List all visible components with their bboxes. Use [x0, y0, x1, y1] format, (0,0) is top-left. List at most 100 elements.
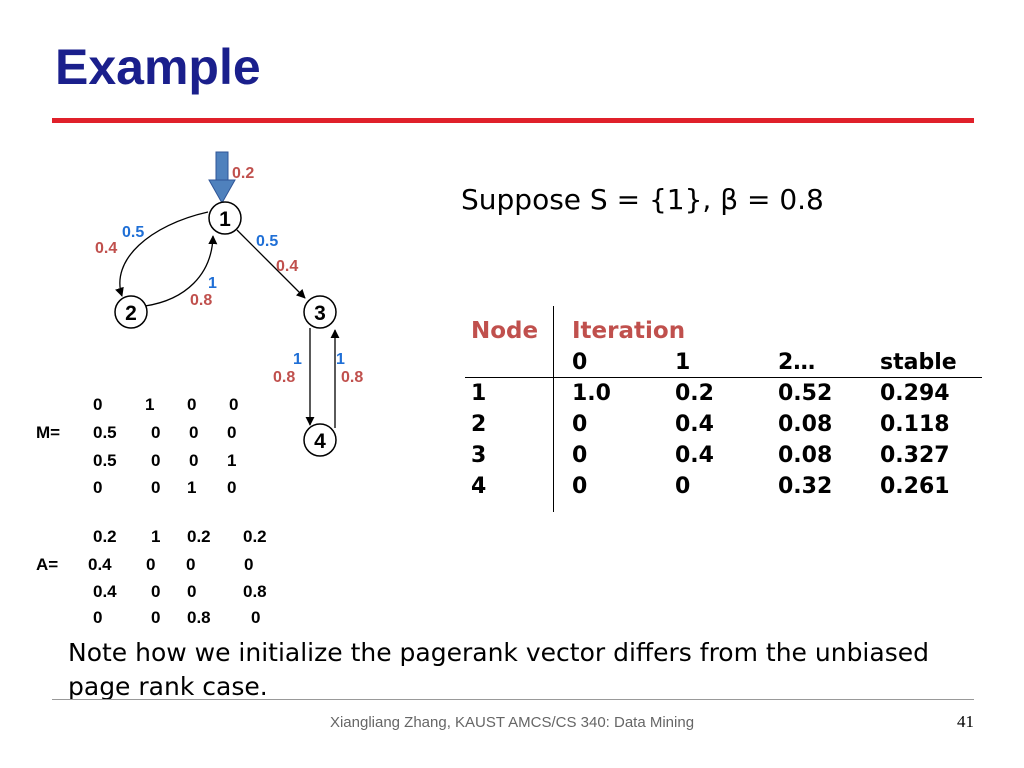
- table-cell: 0.261: [880, 474, 950, 499]
- matrix-cell: 0: [151, 582, 161, 601]
- matrix-cell: 0: [187, 582, 197, 601]
- matrix-cell: 0: [151, 608, 161, 627]
- table-cell: 0.118: [880, 412, 950, 437]
- matrix-cell: 0: [251, 608, 261, 627]
- matrix-m-row: 0 0 1 0: [93, 478, 236, 498]
- matrix-cell: 0.5: [93, 451, 117, 470]
- table-cell: 0: [572, 412, 588, 437]
- matrix-cell: 0: [151, 423, 161, 442]
- matrix-cell: 0: [93, 478, 103, 497]
- matrix-cell: 0: [229, 395, 239, 414]
- matrix-cell: 0: [244, 555, 254, 574]
- iteration-column-label: 2…: [778, 350, 816, 375]
- edge-2-1: [144, 235, 218, 307]
- matrix-m-row: 0 1 0 0: [93, 395, 238, 415]
- node-1: 1: [208, 201, 242, 235]
- table-cell-node: 2: [471, 412, 487, 437]
- matrix-cell: 0.4: [93, 582, 117, 601]
- edge-1-2: [115, 211, 209, 297]
- matrix-cell: 1: [151, 527, 161, 546]
- node-4: 4: [303, 423, 337, 457]
- footer-rule: [52, 699, 974, 700]
- matrix-m-row: 0.5 0 0 0: [93, 423, 236, 443]
- edge-3-4-blue-weight: 1: [293, 351, 302, 368]
- table-cell: 0.08: [778, 412, 833, 437]
- teleport-weight: 0.2: [232, 165, 254, 182]
- slide-title: Example: [55, 39, 261, 95]
- matrix-cell: 0: [146, 555, 156, 574]
- matrix-a-row: 0.2 1 0.2 0.2: [93, 527, 267, 547]
- edge-2-1-red-weight: 0.8: [190, 292, 212, 309]
- iteration-column-label: 0: [572, 350, 588, 375]
- edge-2-1-blue-weight: 1: [208, 275, 217, 292]
- matrix-cell: 0.8: [243, 582, 267, 601]
- iteration-column-label: 1: [675, 350, 691, 375]
- matrix-cell: 0.2: [243, 527, 267, 546]
- matrix-cell: 0: [227, 423, 237, 442]
- node-3-label: 3: [314, 302, 326, 325]
- table-cell: 0: [572, 474, 588, 499]
- matrix-cell: 1: [227, 451, 237, 470]
- edge-4-3-red-weight: 0.8: [341, 369, 363, 386]
- assumption-text: Suppose S = {1}, β = 0.8: [461, 183, 824, 216]
- title-underline: [52, 118, 974, 123]
- table-cell: 0.4: [675, 443, 714, 468]
- table-cell: 0.52: [778, 381, 833, 406]
- table-header-node: Node: [471, 318, 539, 344]
- edge-1-3: [236, 229, 306, 299]
- node-4-label: 4: [314, 430, 326, 453]
- table-cell: 0.4: [675, 412, 714, 437]
- teleport-arrow: [208, 151, 236, 205]
- table-header-iteration: Iteration: [572, 318, 686, 344]
- table-cell-node: 1: [471, 381, 487, 406]
- note-text: Note how we initialize the pagerank vect…: [68, 638, 929, 701]
- matrix-cell: 1: [145, 395, 155, 414]
- table-cell: 0.08: [778, 443, 833, 468]
- page-number: 41: [957, 712, 974, 731]
- matrix-cell: 0.5: [93, 423, 117, 442]
- matrix-m-name: M=: [36, 423, 61, 442]
- edge-3-4-red-weight: 0.8: [273, 369, 295, 386]
- matrix-a-row: 0.4 0 0 0.8: [93, 582, 267, 602]
- matrix-cell: 0.2: [93, 527, 117, 546]
- table-cell: 0.2: [675, 381, 714, 406]
- node-1-label: 1: [219, 208, 231, 231]
- matrix-cell: 1: [187, 478, 197, 497]
- matrix-cell: 0: [187, 395, 197, 414]
- table-cell: 0: [572, 443, 588, 468]
- matrix-cell: 0: [227, 478, 237, 497]
- matrix-a-name: A=: [36, 555, 59, 574]
- matrix-cell: 0: [151, 451, 161, 470]
- table-cell-node: 3: [471, 443, 487, 468]
- matrix-cell: 0: [93, 395, 103, 414]
- matrix-cell: 0: [189, 423, 199, 442]
- matrix-m-row: 0.5 0 0 1: [93, 451, 236, 471]
- edge-1-3-red-weight: 0.4: [276, 258, 298, 275]
- matrix-cell: 0: [186, 555, 196, 574]
- table-column-rule: [553, 306, 554, 512]
- table-cell: 0.32: [778, 474, 833, 499]
- edge-1-3-blue-weight: 0.5: [256, 233, 278, 250]
- matrix-cell: 0.8: [187, 608, 211, 627]
- table-cell-node: 4: [471, 474, 487, 499]
- edge-1-2-blue-weight: 0.5: [122, 224, 144, 241]
- node-2: 2: [114, 295, 148, 329]
- edge-4-3-blue-weight: 1: [336, 351, 345, 368]
- matrix-cell: 0: [189, 451, 199, 470]
- matrix-cell: 0: [151, 478, 161, 497]
- matrix-cell: 0.2: [187, 527, 211, 546]
- table-cell: 0.294: [880, 381, 950, 406]
- node-3: 3: [303, 295, 337, 329]
- matrix-a-row: 0 0 0.8 0: [93, 608, 260, 628]
- table-cell: 1.0: [572, 381, 611, 406]
- matrix-a-row: 0.4 0 0 0: [88, 555, 253, 575]
- node-2-label: 2: [125, 302, 137, 325]
- matrix-cell: 0.4: [88, 555, 112, 574]
- iteration-column-label: stable: [880, 350, 957, 375]
- table-header-rule: [465, 377, 982, 378]
- edge-1-2-red-weight: 0.4: [95, 240, 117, 257]
- footer-text: Xiangliang Zhang, KAUST AMCS/CS 340: Dat…: [329, 714, 695, 731]
- matrix-cell: 0: [93, 608, 103, 627]
- table-cell: 0.327: [880, 443, 950, 468]
